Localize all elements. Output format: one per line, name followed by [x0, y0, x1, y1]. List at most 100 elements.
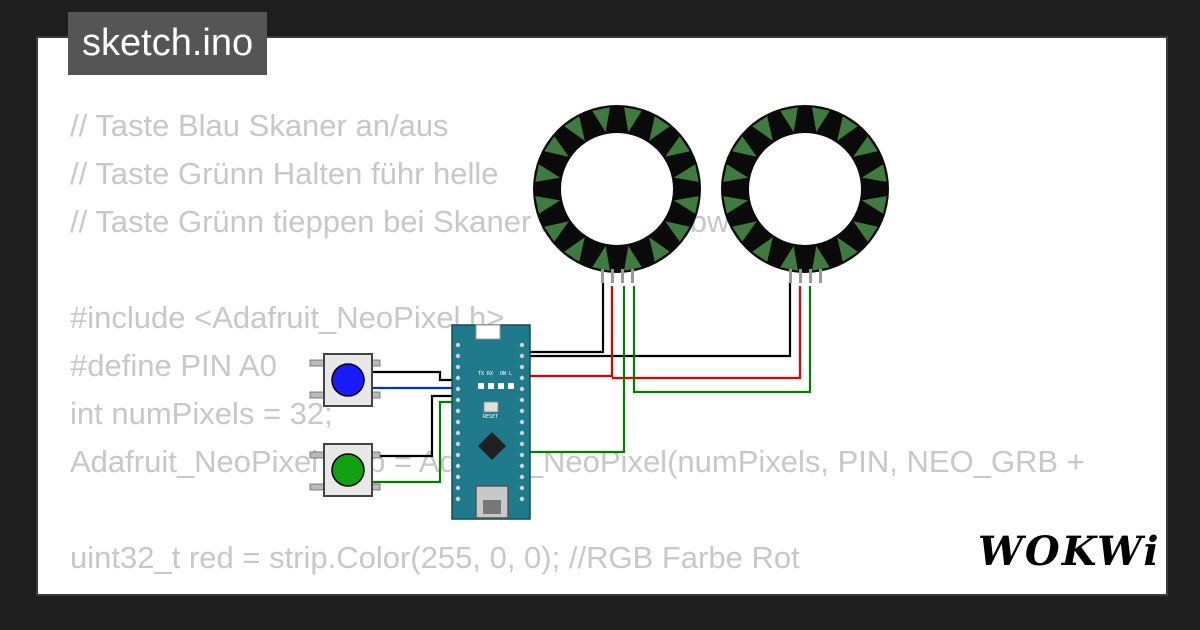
ring-pin	[621, 269, 624, 283]
led-segment	[853, 221, 878, 242]
blue-pushbutton[interactable]	[309, 353, 381, 407]
wire-black-button2	[372, 394, 458, 458]
led-segment	[812, 107, 830, 133]
code-line: // Taste Grünn Halten führ helle	[70, 156, 499, 191]
led-segment	[673, 164, 699, 182]
wire-green-button2	[372, 400, 458, 484]
neopixel-rings	[533, 105, 889, 283]
board-pin	[455, 353, 461, 359]
wokwi-logo: WOKWi	[978, 528, 1161, 575]
board-pin	[519, 408, 525, 414]
ring-pin	[601, 269, 604, 283]
arduino-nano-board[interactable]: TX RX ON L RESET	[451, 324, 531, 520]
board-pin	[519, 342, 525, 348]
board-pin	[455, 441, 461, 447]
board-pin	[455, 364, 461, 370]
led-segment	[732, 136, 757, 157]
wire-black-ring1	[520, 282, 605, 354]
green-button-cap[interactable]	[331, 453, 365, 487]
board-label-txrx: TX RX	[478, 371, 493, 377]
wire-red-ring1	[520, 286, 614, 378]
wire-green-ring1-data	[520, 286, 626, 454]
wire-black-button1	[372, 370, 458, 382]
led-segment	[732, 221, 757, 242]
led-segment	[649, 237, 670, 262]
led-segment	[665, 136, 690, 157]
neopixel-ring-1[interactable]	[533, 105, 701, 283]
led-segment	[752, 116, 773, 141]
board-pins	[455, 342, 525, 502]
code-line: uint32_t green = strip.Color(0, 255, 0);…	[70, 582, 1085, 594]
board-pin	[519, 485, 525, 491]
led-segment	[780, 107, 798, 133]
board-pin	[519, 386, 525, 392]
neopixel-ring-2[interactable]	[721, 105, 889, 283]
board-pin	[519, 496, 525, 502]
led-segment	[853, 136, 878, 157]
led-segment	[535, 196, 561, 214]
board-pin	[455, 463, 461, 469]
board-pin	[455, 342, 461, 348]
blue-button-cap[interactable]	[331, 363, 365, 397]
board-pin	[455, 408, 461, 414]
led-segment	[723, 196, 749, 214]
board-pin	[519, 452, 525, 458]
code-line: // Taste Blau Skaner an/aus	[70, 108, 449, 143]
board-pin	[519, 441, 525, 447]
led-segment	[723, 164, 749, 182]
led-segment	[780, 245, 798, 271]
led-segment	[592, 107, 610, 133]
led-segment	[673, 196, 699, 214]
board-pin	[519, 463, 525, 469]
board-pin	[455, 485, 461, 491]
led-segment	[861, 196, 887, 214]
board-pin	[455, 496, 461, 502]
board-label-reset: RESET	[483, 414, 498, 420]
board-pin	[455, 419, 461, 425]
ring-pin	[809, 269, 812, 283]
code-line: #define PIN A0	[70, 348, 277, 383]
wires	[372, 282, 812, 484]
microcontroller-chip	[478, 432, 506, 460]
led-segment	[535, 164, 561, 182]
led-segment	[624, 245, 642, 271]
led-segment	[752, 237, 773, 262]
ring-pin	[631, 269, 634, 283]
board-pin	[455, 397, 461, 403]
ring-pin	[799, 269, 802, 283]
ring-pin	[789, 269, 792, 283]
led-segment	[564, 237, 585, 262]
board-pin	[519, 474, 525, 480]
led-segment	[837, 237, 858, 262]
led-segment	[564, 116, 585, 141]
led-segment	[544, 136, 569, 157]
led-segment	[592, 245, 610, 271]
board-pin	[519, 419, 525, 425]
board-pin	[519, 353, 525, 359]
board-pin	[519, 375, 525, 381]
board-pin	[455, 474, 461, 480]
led-segment	[649, 116, 670, 141]
led-segment	[665, 221, 690, 242]
board-label-on: ON L	[500, 371, 512, 377]
file-title-tab[interactable]: sketch.ino	[68, 12, 268, 75]
led-segment	[624, 107, 642, 133]
led-segment	[861, 164, 887, 182]
board-pin	[519, 364, 525, 370]
green-pushbutton[interactable]	[309, 443, 381, 497]
wire-black-ring2	[520, 282, 792, 358]
board-pin	[455, 430, 461, 436]
ring-pin	[819, 269, 822, 283]
board-pin	[455, 375, 461, 381]
code-line: uint32_t red = strip.Color(255, 0, 0); /…	[70, 540, 800, 575]
wire-green-ring-link	[632, 286, 812, 394]
reset-button[interactable]	[483, 401, 499, 413]
board-pin	[519, 430, 525, 436]
board-pin	[519, 397, 525, 403]
board-pin	[455, 452, 461, 458]
board-pin	[455, 386, 461, 392]
led-segment	[837, 116, 858, 141]
led-segment	[544, 221, 569, 242]
code-line: int numPixels = 32;	[70, 396, 333, 431]
